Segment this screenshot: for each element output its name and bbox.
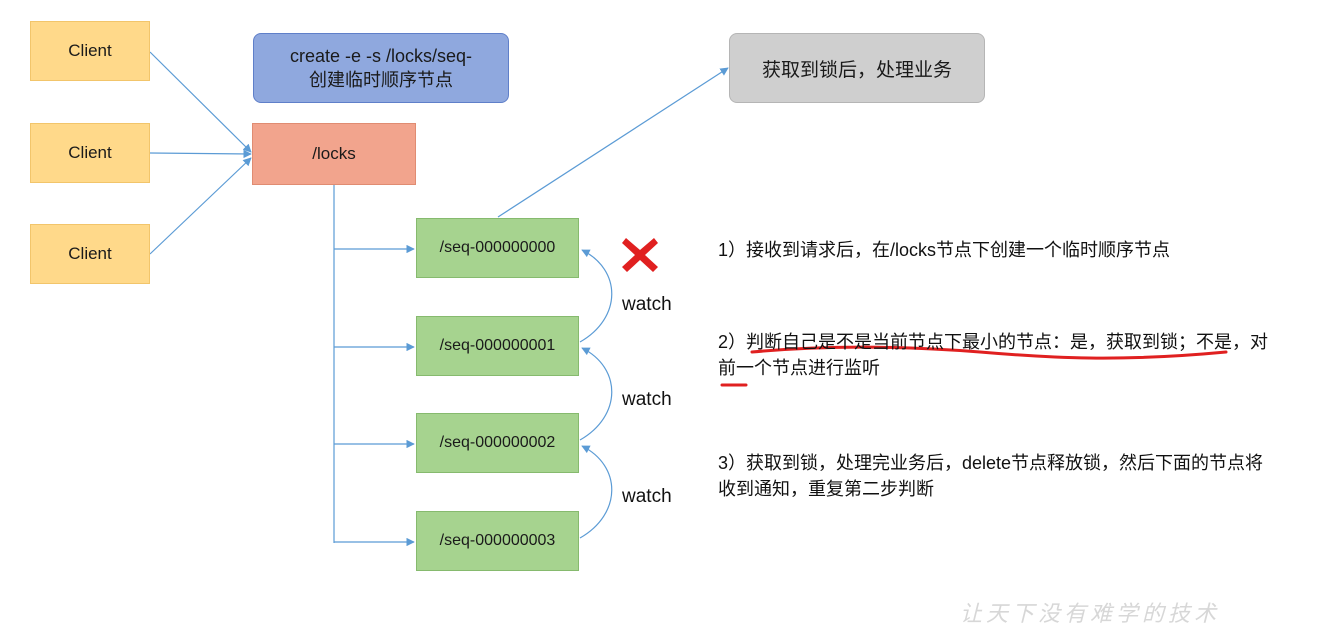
locks-root-node: /locks bbox=[252, 123, 416, 185]
watch-curve-3 bbox=[579, 445, 613, 539]
footer-watermark: 让天下没有难学的技术 bbox=[960, 602, 1221, 627]
seq-node-2: /seq-000000002 bbox=[416, 413, 579, 473]
command-text: create -e -s /locks/seq- bbox=[289, 46, 473, 66]
red-underline-stroke bbox=[750, 345, 1228, 360]
seq-node-1: /seq-000000001 bbox=[416, 316, 579, 376]
watch-label-2: watch bbox=[622, 389, 672, 410]
client-1-to-locks-arrow bbox=[149, 51, 252, 153]
step-2-text: 2）判断自己是不是当前节点下最小的节点：是，获取到锁；不是，对前一个节点进行监听 bbox=[718, 332, 1269, 378]
client-3-to-locks-arrow bbox=[149, 157, 252, 255]
command-subtitle: 创建临时顺序节点 bbox=[309, 70, 453, 90]
client-box-3: Client bbox=[30, 224, 150, 284]
watch-curve-2 bbox=[579, 347, 613, 441]
client-box-1: Client bbox=[30, 21, 150, 81]
seq-node-0: /seq-000000000 bbox=[416, 218, 579, 278]
watch-label-3: watch bbox=[622, 486, 672, 507]
step-3-text: 3）获取到锁，处理完业务后，delete节点释放锁，然后下面的节点将收到通知，重… bbox=[718, 453, 1264, 499]
business-box: 获取到锁后，处理业务 bbox=[729, 33, 985, 103]
watch-curve-1 bbox=[579, 249, 613, 343]
seq-node-3: /seq-000000003 bbox=[416, 511, 579, 571]
seq0-to-business-arrow bbox=[497, 67, 729, 218]
client-box-2: Client bbox=[30, 123, 150, 183]
watch-label-1: watch bbox=[622, 294, 672, 315]
create-command-box: create -e -s /locks/seq- 创建临时顺序节点 bbox=[253, 33, 509, 103]
red-x-icon bbox=[622, 238, 658, 272]
step-1-text: 1）接收到请求后，在/locks节点下创建一个临时顺序节点 bbox=[718, 240, 1171, 260]
client-2-to-locks-arrow bbox=[149, 149, 252, 159]
